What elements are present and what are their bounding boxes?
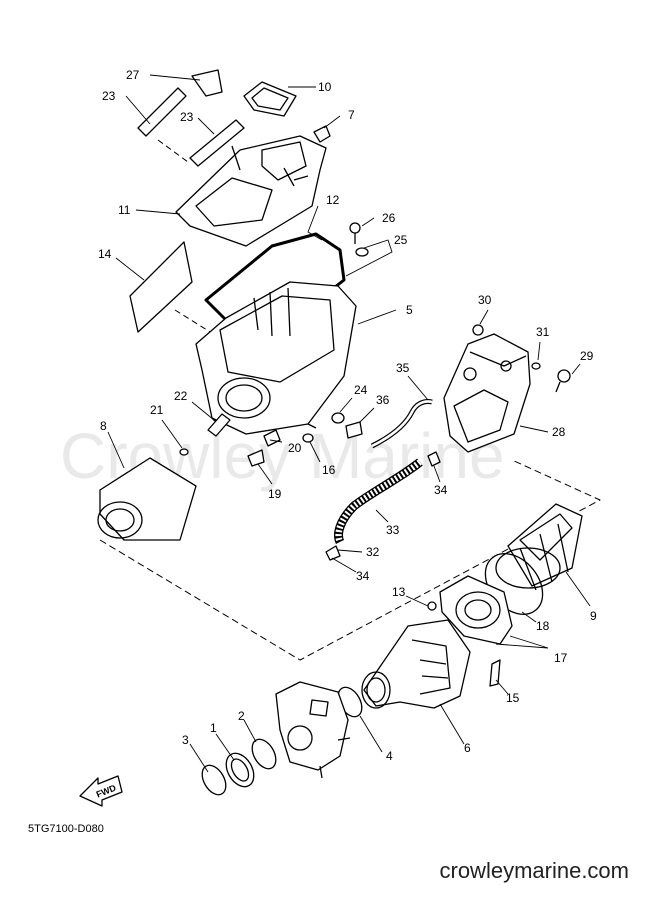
part-22-bracket[interactable] bbox=[207, 413, 231, 437]
part-28-breather-tank[interactable] bbox=[443, 333, 531, 453]
part-36-fitting[interactable] bbox=[345, 421, 363, 439]
part-11-airbox-cover[interactable] bbox=[175, 135, 327, 247]
callout-7[interactable]: 7 bbox=[348, 108, 355, 122]
callout-34-b[interactable]: 34 bbox=[356, 569, 370, 583]
callout-16[interactable]: 16 bbox=[322, 463, 336, 477]
callout-25[interactable]: 25 bbox=[394, 233, 408, 247]
callout-8[interactable]: 8 bbox=[100, 419, 107, 433]
callout-19[interactable]: 19 bbox=[268, 487, 282, 501]
callout-32[interactable]: 32 bbox=[366, 545, 380, 559]
part-9-element-cage[interactable] bbox=[495, 503, 583, 591]
part-27-pad[interactable] bbox=[191, 69, 223, 97]
assembly-line-filter-guide bbox=[174, 309, 216, 336]
leader-lines bbox=[107, 74, 591, 773]
part-14-filter-guide[interactable] bbox=[129, 241, 193, 333]
callout-31[interactable]: 31 bbox=[536, 325, 550, 339]
callout-17[interactable]: 17 bbox=[554, 651, 568, 665]
fwd-arrow-icon bbox=[79, 775, 123, 807]
callout-29[interactable]: 29 bbox=[580, 349, 594, 363]
part-33-corrugated-hose[interactable] bbox=[334, 458, 423, 545]
part-1-carb-joint[interactable] bbox=[221, 748, 260, 791]
part-30-grommet[interactable] bbox=[472, 324, 484, 336]
part-5-airbox-case[interactable] bbox=[195, 281, 357, 435]
callout-23-b[interactable]: 23 bbox=[180, 110, 194, 124]
callout-9[interactable]: 9 bbox=[590, 609, 597, 623]
callout-14[interactable]: 14 bbox=[98, 247, 112, 261]
callout-26[interactable]: 26 bbox=[382, 211, 396, 225]
callout-21[interactable]: 21 bbox=[150, 403, 164, 417]
callout-10[interactable]: 10 bbox=[318, 80, 332, 94]
callout-4[interactable]: 4 bbox=[386, 749, 393, 763]
callout-18[interactable]: 18 bbox=[536, 619, 550, 633]
callout-36[interactable]: 36 bbox=[376, 393, 390, 407]
callout-11[interactable]: 11 bbox=[118, 203, 131, 217]
part-6-intake-joint[interactable] bbox=[361, 619, 471, 709]
callout-35[interactable]: 35 bbox=[396, 361, 410, 375]
callout-20[interactable]: 20 bbox=[288, 441, 302, 455]
callout-30[interactable]: 30 bbox=[478, 293, 492, 307]
part-23-seal-a[interactable] bbox=[137, 87, 187, 137]
part-25-grommet[interactable] bbox=[355, 247, 369, 257]
callout-27[interactable]: 27 bbox=[126, 68, 140, 82]
assembly-line-lower-box bbox=[99, 459, 601, 661]
callout-33[interactable]: 33 bbox=[386, 523, 400, 537]
part-20-clamp[interactable] bbox=[263, 429, 281, 447]
callout-23-a[interactable]: 23 bbox=[102, 89, 116, 103]
part-15-bolt[interactable] bbox=[489, 659, 501, 687]
part-3-clamp[interactable] bbox=[197, 761, 230, 799]
part-16-grommet[interactable] bbox=[302, 433, 314, 443]
callout-34-a[interactable]: 34 bbox=[434, 483, 448, 497]
callout-13[interactable]: 13 bbox=[392, 585, 406, 599]
part-21-washer[interactable] bbox=[179, 448, 189, 456]
part-19-cap[interactable] bbox=[247, 449, 265, 467]
part-23-seal-b[interactable] bbox=[189, 119, 245, 167]
callout-3[interactable]: 3 bbox=[182, 733, 189, 747]
callout-15[interactable]: 15 bbox=[506, 691, 520, 705]
callout-12[interactable]: 12 bbox=[326, 193, 340, 207]
part-29-screw[interactable] bbox=[555, 369, 571, 393]
footer-url[interactable]: crowleymarine.com bbox=[439, 858, 630, 883]
callout-24[interactable]: 24 bbox=[354, 383, 368, 397]
part-26-bolt[interactable] bbox=[349, 222, 361, 244]
callout-2[interactable]: 2 bbox=[238, 709, 245, 723]
callout-1[interactable]: 1 bbox=[210, 721, 217, 735]
part-34-clamp-lower[interactable] bbox=[325, 545, 341, 561]
part-24-nut[interactable] bbox=[331, 412, 345, 424]
part-2-clamp[interactable] bbox=[247, 735, 280, 773]
carburetor-assembly bbox=[275, 681, 351, 779]
callout-28[interactable]: 28 bbox=[552, 425, 566, 439]
diagram-code: 5TG7100-D080 bbox=[28, 823, 104, 835]
part-31-washer[interactable] bbox=[531, 362, 541, 370]
part-13-flange-plate[interactable] bbox=[427, 575, 513, 645]
callout-5[interactable]: 5 bbox=[406, 303, 413, 317]
part-34-clamp-upper[interactable] bbox=[427, 451, 441, 467]
part-7-clip[interactable] bbox=[313, 125, 331, 143]
part-8-air-filter[interactable] bbox=[97, 457, 197, 541]
callout-22[interactable]: 22 bbox=[174, 389, 188, 403]
assembly-line-top bbox=[157, 139, 189, 163]
callout-6[interactable]: 6 bbox=[464, 741, 471, 755]
part-10-duct-boot[interactable] bbox=[243, 81, 297, 117]
